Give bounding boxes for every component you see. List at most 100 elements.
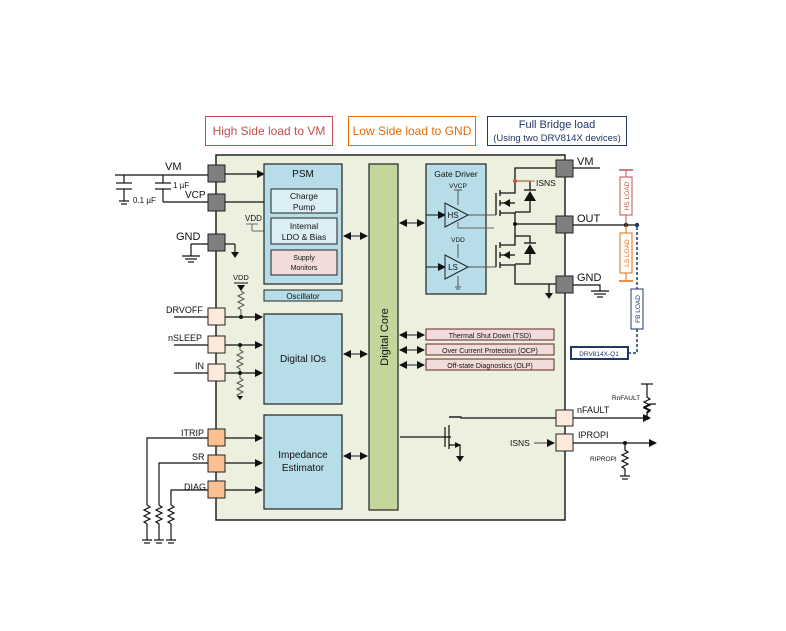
out-junction-dot xyxy=(513,222,517,226)
hs-driver-amp xyxy=(444,202,470,228)
ls-load-label: LS LOAD xyxy=(624,239,631,267)
vdd-label-pullup: VDD xyxy=(233,273,249,282)
charge-pump-label-2: Pump xyxy=(293,202,315,212)
drv814x-device-box xyxy=(570,346,629,360)
pin-in xyxy=(207,363,226,382)
pin-label-sr: SR xyxy=(192,452,205,462)
pin-label-diag: DIAG xyxy=(184,482,206,492)
gate-driver-vcp: VVCP xyxy=(449,183,467,190)
fet-arrow-icon xyxy=(455,442,461,448)
ldo-label-2: LDO & Bias xyxy=(282,232,326,242)
hs-diode-icon xyxy=(524,191,536,201)
isns-top-label: ISNS xyxy=(536,178,556,188)
pin-itrip xyxy=(207,428,226,447)
pin-nsleep xyxy=(207,335,226,354)
legend-low-side-load: Low Side load to GND xyxy=(348,116,476,146)
cap-01uf-label: 0.1 µF xyxy=(133,196,156,205)
isns-tap-dot xyxy=(513,179,517,183)
rnfault-label: RnFAULT xyxy=(612,395,640,402)
ipropi-junction-dot xyxy=(623,441,627,445)
digital-ios-block xyxy=(263,313,343,405)
pin-label-gnd-left: GND xyxy=(176,231,201,243)
vdd-arrow-icon xyxy=(237,285,245,291)
hs-label: HS xyxy=(447,211,458,220)
pin-label-gnd-right: GND xyxy=(577,272,602,284)
pin-label-nsleep: nSLEEP xyxy=(168,333,202,343)
impedance-label-2: Estimator xyxy=(282,463,325,474)
tsd-block xyxy=(425,328,555,341)
ipropi-wiring xyxy=(573,439,657,480)
gnd-wiring xyxy=(182,243,236,263)
pulldown-gnd-icon xyxy=(237,396,243,400)
hs-load-label: HS LOAD xyxy=(624,181,631,210)
legend-full-bridge-text: Full Bridge load xyxy=(518,119,596,131)
olp-label: Off-state Diagnostics (OLP) xyxy=(447,363,532,370)
hs-body-arrow-icon xyxy=(503,199,510,207)
cap-1uf-label: 1 µF xyxy=(173,181,189,190)
legend-full-bridge-sub: (Using two DRV814X devices) xyxy=(493,133,621,144)
legend-full-bridge-load: Full Bridge load (Using two DRV814X devic… xyxy=(487,116,627,146)
digital-core-block xyxy=(368,163,399,511)
fb-junction-dot xyxy=(634,222,640,228)
pin-label-vm-right: VM xyxy=(577,156,594,168)
pin-nfault xyxy=(555,409,574,427)
ldo-bias-block xyxy=(270,217,338,245)
vdd-label-ldo: VDD xyxy=(245,214,262,223)
analog-input-wires xyxy=(142,434,263,544)
pin-ipropi xyxy=(555,433,574,452)
gate-driver-title: Gate Driver xyxy=(434,169,478,179)
charge-pump-label-1: Charge xyxy=(290,191,318,201)
ls-label: LS xyxy=(448,263,458,272)
oscillator-label: Oscillator xyxy=(286,292,320,301)
fet-gnd-icon xyxy=(456,456,464,462)
drv814x-label: DRV814X-Q1 xyxy=(579,351,619,358)
pin-diag xyxy=(207,480,226,499)
impedance-label-1: Impedance xyxy=(278,450,328,461)
oscillator-block xyxy=(263,289,343,302)
nfault-junction-dot xyxy=(645,416,649,420)
supply-monitors-block xyxy=(270,249,338,276)
pin-label-ipropi: IPROPI xyxy=(578,430,609,440)
pin-label-in: IN xyxy=(195,361,204,371)
psm-title: PSM xyxy=(292,169,314,180)
nfault-wiring xyxy=(400,383,656,456)
input-capacitors xyxy=(115,174,208,205)
ocp-label: Over Current Protection (OCP) xyxy=(442,348,538,355)
digital-input-wires xyxy=(174,313,263,377)
pin-gnd-right xyxy=(555,275,574,294)
pin-label-drvoff: DRVOFF xyxy=(166,305,203,315)
pin-out xyxy=(555,215,574,234)
pin-sr xyxy=(207,454,226,473)
pin-vm-left xyxy=(207,164,226,183)
gate-driver-wires xyxy=(426,189,496,290)
supply-monitors-label-1: Supply xyxy=(293,255,315,262)
pin-drvoff xyxy=(207,307,226,326)
pin-label-out: OUT xyxy=(577,213,601,225)
ls-mosfet xyxy=(495,223,556,293)
junction-dots xyxy=(238,315,243,375)
gnd-arrow-right-icon xyxy=(545,293,553,299)
ls-body-arrow-icon xyxy=(503,251,510,259)
legend-high-side-load: High Side load to VM xyxy=(205,116,333,146)
legend-low-side-text: Low Side load to GND xyxy=(352,124,472,138)
pin-vm-right xyxy=(555,159,574,178)
ls-load xyxy=(619,225,633,282)
gnd-arrow-icon xyxy=(231,252,239,258)
fb-load-label: FB LOAD xyxy=(635,295,642,323)
tsd-label: Thermal Shut Down (TSD) xyxy=(449,333,531,340)
bus-arrows xyxy=(343,219,425,460)
ripropi-label: RIPROPI xyxy=(590,456,617,463)
olp-block xyxy=(425,358,555,371)
supply-monitors-label-2: Monitors xyxy=(291,265,318,272)
impedance-estimator-block xyxy=(263,414,343,510)
fb-load xyxy=(628,227,644,354)
pin-gnd-left xyxy=(207,233,226,252)
pin-vcp xyxy=(207,193,226,212)
ls-driver-amp xyxy=(444,254,470,280)
pin-label-vm-left: VM xyxy=(165,161,182,173)
ocp-block xyxy=(425,343,555,356)
pin-label-itrip: ITRIP xyxy=(181,428,204,438)
pin-label-nfault: nFAULT xyxy=(577,405,610,415)
hs-load xyxy=(619,169,633,225)
